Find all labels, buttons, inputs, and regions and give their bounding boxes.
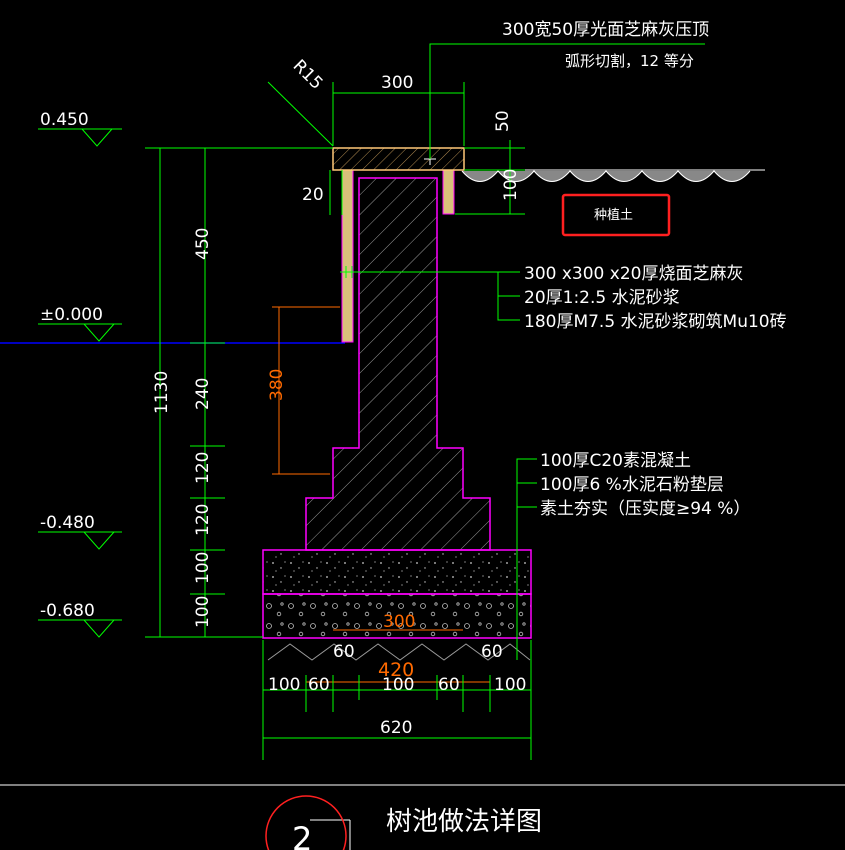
coping-cap [332, 147, 465, 171]
base-leader [516, 458, 537, 660]
dim-top-width-label: 300 [381, 73, 413, 93]
level-0450: 0.450 [40, 110, 89, 130]
dim-orange-380 [272, 306, 340, 475]
dim-120b: 120 [193, 504, 213, 536]
level-0680: -0.680 [40, 601, 95, 621]
wall-leader [340, 266, 520, 321]
wall-item-2: 20厚1:2.5 水泥砂浆 [524, 288, 680, 308]
drawing-title: 树池做法详图 [386, 807, 542, 837]
dim-240: 240 [193, 378, 213, 410]
dim-450: 450 [193, 228, 213, 260]
dim-step60-right: 60 [481, 642, 503, 662]
cushion-layer [262, 593, 532, 639]
wall-body [305, 177, 491, 551]
dim-side-20 [329, 170, 343, 215]
concrete-layer [262, 549, 532, 595]
dim-total-width: 620 [380, 718, 412, 738]
dim-cap-right [455, 140, 525, 215]
level-mark-0450 [38, 128, 122, 147]
level-0480: -0.480 [40, 513, 95, 533]
level-mark-0000 [38, 323, 122, 342]
level-0000: ±0.000 [40, 305, 103, 325]
dim-1130: 1130 [152, 371, 172, 414]
base-item-3: 素土夯实（压实度≥94 %） [540, 499, 750, 519]
dim-bottom-4: 60 [438, 675, 460, 695]
dim-cap-drop: 100 [501, 169, 521, 201]
radius-leader [267, 81, 334, 147]
dim-orange-420-label: 420 [378, 659, 414, 681]
level-mark-0680 [38, 619, 122, 638]
facing-tile [341, 169, 354, 343]
dim-side-20-label: 20 [302, 185, 324, 205]
base-item-1: 100厚C20素混凝土 [540, 451, 691, 471]
compacted-soil [267, 643, 531, 661]
dim-top-width [332, 82, 465, 146]
facing-tile-right [442, 169, 455, 215]
wall-item-1: 300 x300 x20厚烧面芝麻灰 [524, 264, 743, 284]
level-mark-0480 [38, 531, 122, 550]
dim-orange-380-label: 380 [267, 369, 287, 401]
dim-bottom-1: 100 [268, 675, 300, 695]
dim-100a: 100 [193, 552, 213, 584]
dim-bottom-2: 60 [308, 675, 330, 695]
radius-label: R15 [289, 56, 327, 94]
soil-label-box [561, 193, 671, 237]
dim-cap-thk: 50 [493, 110, 513, 132]
title-number: 2 [292, 820, 312, 850]
dim-bottom-5: 100 [494, 675, 526, 695]
base-item-2: 100厚6 %水泥石粉垫层 [540, 475, 724, 495]
coping-note-2: 弧形切割，12 等分 [565, 52, 694, 70]
dim-bottom-row [262, 640, 532, 760]
coping-note-1: 300宽50厚光面芝麻灰压顶 [502, 20, 709, 40]
soil-label: 种植土 [594, 208, 633, 223]
dim-step60-left: 60 [333, 642, 355, 662]
dim-vertical [145, 147, 333, 638]
title-number-circle [265, 795, 347, 850]
dim-100b: 100 [193, 596, 213, 628]
coping-leader [429, 43, 705, 159]
wall-item-3: 180厚M7.5 水泥砂浆砌筑Mu10砖 [524, 312, 787, 332]
dim-120a: 120 [193, 452, 213, 484]
dim-bottom-3: 100 [382, 675, 414, 695]
dim-orange-300-label: 300 [383, 612, 415, 632]
